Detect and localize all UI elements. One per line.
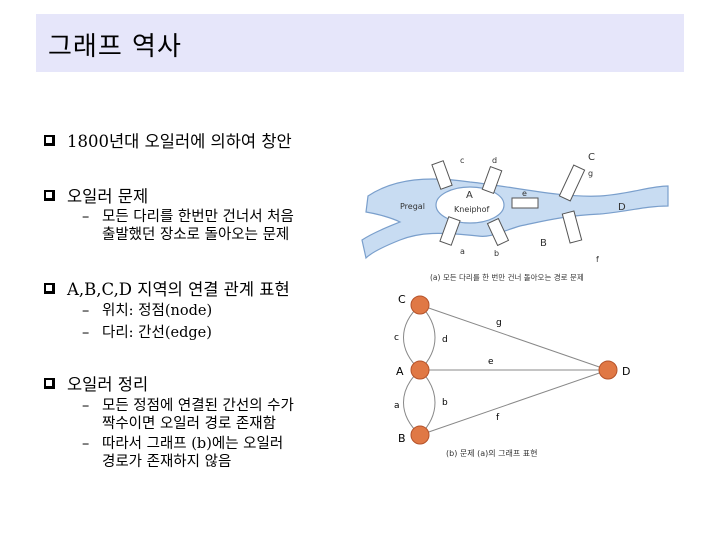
sub-line: 위치: 정점(node) [102, 303, 213, 319]
node-label: B [398, 432, 406, 445]
node-label: A [396, 365, 404, 378]
bullet-4-text: 오일러 정리 [67, 375, 149, 394]
checkbox-bullet-icon [44, 282, 55, 294]
bridge-e-shape [511, 197, 539, 209]
konigsberg-map: Pregal Kneiphof A B C D a b c d e f g (a… [361, 152, 669, 282]
region-label: C [588, 152, 595, 163]
bullet-3-text: A,B,C,D 지역의 연결 관계 표현 [67, 280, 290, 299]
island-shape [435, 186, 505, 224]
graph-edge-b [419, 369, 436, 436]
graph-node-c [410, 295, 430, 315]
sub-line: 따라서 그래프 (b)에는 오일러 [102, 436, 284, 452]
dash-icon: – [82, 303, 90, 319]
bullet-4: 오일러 정리 [44, 371, 148, 395]
sub-line: 출발했던 장소로 돌아오는 문제 [102, 227, 290, 243]
bridge-label: a [460, 247, 465, 256]
place-label: Pregal [400, 202, 425, 211]
graph-edge-g [419, 304, 609, 371]
graph-edge-d [419, 304, 436, 371]
sub-line: 모든 다리를 한번만 건너서 처음 [102, 209, 294, 225]
edge-label: d [442, 335, 448, 345]
region-label: A [466, 190, 473, 201]
bridge-g-shape [558, 164, 586, 202]
title-bar: 그래프 역사 [36, 14, 684, 72]
graph-node-a [410, 360, 430, 380]
sub-line: 다리: 간선(edge) [102, 325, 212, 341]
graph-edge-a [403, 369, 421, 436]
bullet-1-text: 1800년대 오일러에 의하여 창안 [67, 132, 292, 151]
bridge-label: b [494, 249, 499, 258]
bridge-d-shape [481, 166, 503, 194]
checkbox-bullet-icon [44, 134, 55, 146]
region-label: D [618, 202, 626, 213]
node-label: D [622, 365, 630, 378]
bullet-1: 1800년대 오일러에 의하여 창안 [44, 128, 292, 152]
dash-icon: – [82, 209, 90, 225]
bullet-3: A,B,C,D 지역의 연결 관계 표현 [44, 276, 290, 300]
checkbox-bullet-icon [44, 377, 55, 389]
edge-label: f [496, 413, 500, 423]
graph-node-b [410, 425, 430, 445]
bridge-label: g [588, 169, 593, 178]
graph-edge-c [403, 304, 421, 371]
euler-graph: C A B D c d g e a b f (b) 문제 (a)의 그래프 표현 [394, 293, 630, 458]
edge-label: g [496, 318, 502, 328]
bridge-label: e [522, 189, 527, 198]
bridge-c-shape [431, 160, 453, 190]
dash-icon: – [82, 436, 90, 452]
place-label: Kneiphof [454, 205, 490, 214]
graph-node-d [598, 360, 618, 380]
bridge-label: d [492, 156, 497, 165]
edge-label: e [488, 357, 494, 367]
node-label: C [398, 293, 406, 306]
bridge-f-shape [561, 210, 583, 244]
map-caption: (a) 모든 다리를 한 번만 건너 돌아오는 경로 문제 [430, 272, 584, 282]
graph-edge-f [419, 369, 609, 436]
graph-caption: (b) 문제 (a)의 그래프 표현 [446, 448, 538, 458]
sub-line: 모든 정점에 연결된 간선의 수가 [102, 398, 294, 414]
region-label: B [540, 238, 547, 249]
edge-label: c [394, 333, 399, 343]
bullet-2-text: 오일러 문제 [67, 187, 149, 206]
dash-icon: – [82, 398, 90, 414]
bridge-label: f [596, 255, 599, 264]
bridge-b-shape [486, 217, 510, 247]
sub-line: 경로가 존재하지 않음 [102, 454, 232, 470]
sub-line: 짝수이면 오일러 경로 존재함 [102, 416, 276, 432]
checkbox-bullet-icon [44, 189, 55, 201]
river-shape [361, 178, 669, 260]
bridge-a-shape [439, 216, 461, 246]
edge-label: a [394, 401, 400, 411]
bullet-2: 오일러 문제 [44, 183, 148, 207]
page-title: 그래프 역사 [48, 32, 182, 62]
bridge-label: c [460, 156, 464, 165]
dash-icon: – [82, 325, 90, 341]
edge-label: b [442, 398, 448, 408]
